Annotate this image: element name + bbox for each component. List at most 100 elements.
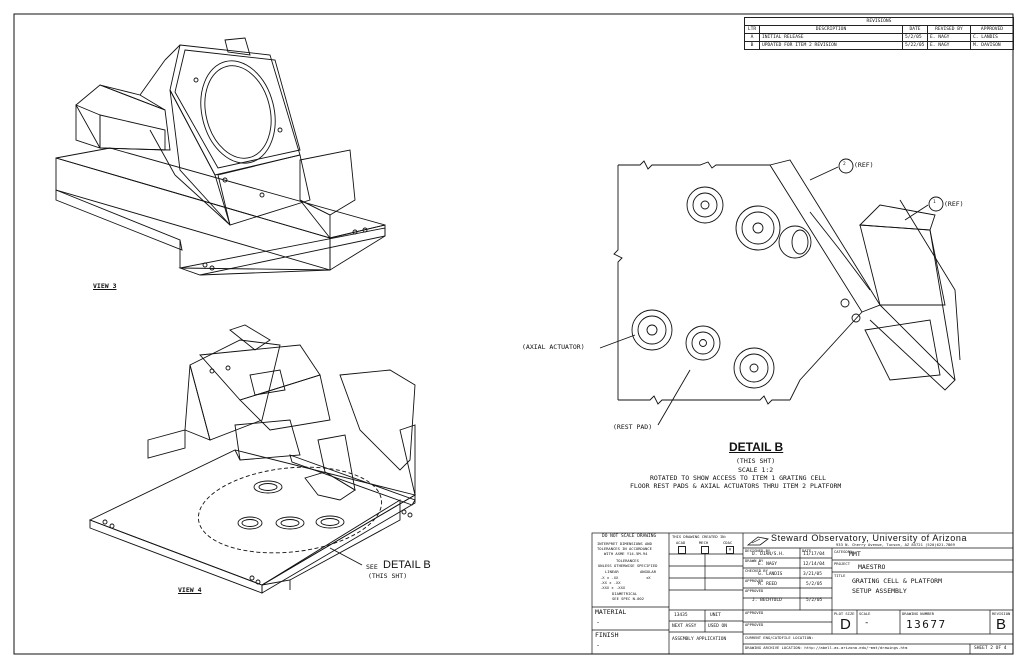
interpret-line-1: INTERPRET DIMENSIONS AND xyxy=(597,541,652,546)
detail-b-title: DETAIL B xyxy=(729,440,784,454)
detail-b-note-1: ROTATED TO SHOW ACCESS TO ITEM 1 GRATING… xyxy=(650,474,827,482)
drawing-created-in: THIS DRAWING CREATED IN: xyxy=(672,534,727,539)
rev-revised-by: E. NAGY xyxy=(927,33,971,42)
organization-address: 933 N. Cherry Avenue, Tucson, AZ 85721 (… xyxy=(836,542,955,547)
approved-1: M. REED xyxy=(758,582,777,587)
revisions-table: REVISIONS LTR DESCRIPTION DATE REVISED B… xyxy=(744,17,1014,50)
detail-b-note-2: FLOOR REST PADS & AXIAL ACTUATORS THRU I… xyxy=(630,482,842,490)
tol-angular: ±X xyxy=(646,575,651,580)
tol-x: .X ± .XX xyxy=(600,575,619,580)
category-value: MMT xyxy=(849,550,861,558)
finish-value: - xyxy=(596,641,600,649)
tol-xxx: .XXX ± .XXX xyxy=(600,585,626,590)
see-detail-prefix: SEE xyxy=(366,563,378,571)
revisions-title: REVISIONS xyxy=(744,17,1014,26)
checked-by: G. LANDIS xyxy=(758,572,783,577)
rev-date: 5/22/05 xyxy=(902,41,928,50)
rev-ltr: B xyxy=(744,41,760,50)
interpret-line-3: WITH ASME Y14.5M-94 xyxy=(604,551,648,556)
used-on-label: USED ON xyxy=(708,624,727,629)
scale-label: SCALE xyxy=(859,611,871,616)
rev-approved: C. LANDIS xyxy=(970,33,1014,42)
axial-actuator-callout: (AXIAL ACTUATOR) xyxy=(522,343,585,351)
current-location: CURRENT ENG/CATDFILE LOCATION: xyxy=(745,635,814,640)
tolerances-label: TOLERANCES xyxy=(616,558,639,563)
approved-1-label: APPROVED xyxy=(745,578,764,583)
designed-date: 11/17/04 xyxy=(803,552,825,557)
mech-label: MECH xyxy=(699,540,709,545)
rev-header-date: DATE xyxy=(902,25,928,34)
approved-2-label: APPROVED xyxy=(745,588,764,593)
drawing-number-label: DRAWING NUMBER xyxy=(902,611,935,616)
rest-pad-callout: (REST PAD) xyxy=(613,423,653,431)
designed-by: D. DIAN/S.H. xyxy=(752,552,785,557)
balloon-1-ref: (REF) xyxy=(944,200,964,208)
category-label: CATEGORY xyxy=(834,549,853,554)
do-not-scale: DO NOT SCALE DRAWING xyxy=(602,534,657,539)
see-detail-b: DETAIL B xyxy=(383,559,431,571)
detail-b-scale: SCALE 1:2 xyxy=(738,466,774,474)
project-value: MAESTRO xyxy=(858,563,886,571)
finish-label: FINISH xyxy=(595,631,619,639)
drawing-number: 13677 xyxy=(906,618,947,631)
table-row: B UPDATED FOR ITEM 2 REVISION 5/22/05 E.… xyxy=(744,41,1014,50)
rev-description: INITIAL RELEASE xyxy=(759,33,903,42)
rev-approved: M. DAVISON xyxy=(970,41,1014,50)
approved-2: J. BECHTOLD xyxy=(752,598,782,603)
rev-header-description: DESCRIPTION xyxy=(759,25,903,34)
archive-location: DRAWING ARCHIVE LOCATION: http://abell.a… xyxy=(745,645,908,650)
drawn-by: E. NAGY xyxy=(758,562,777,567)
angular-label: ANGULAR xyxy=(640,569,657,574)
rev-header-revised-by: REVISED BY xyxy=(927,25,971,34)
acad-checkbox xyxy=(678,546,686,554)
detail-b-this-sheet: (THIS SHT) xyxy=(736,457,776,465)
part-number: 13435 xyxy=(674,613,688,618)
revision-label: REVISION xyxy=(992,611,1011,616)
scale-value: - xyxy=(864,618,870,628)
view-4-isometric xyxy=(88,324,417,594)
designed-by-label: DESIGNED BY xyxy=(745,548,771,553)
approved-1-date: 5/2/05 xyxy=(806,582,823,587)
rev-ltr: A xyxy=(744,33,760,42)
approved-4-label: APPROVED xyxy=(745,622,764,627)
drawing-title-line-2: SETUP ASSEMBLY xyxy=(852,587,907,595)
drawn-date: 12/14/04 xyxy=(803,562,825,567)
material-label: MATERIAL xyxy=(595,608,627,616)
unless-otherwise: UNLESS OTHERWISE SPECIFIED xyxy=(598,563,658,568)
drawn-by-label: DRAWN BY xyxy=(745,558,764,563)
drawing-title-line-1: GRATING CELL & PLATFORM xyxy=(852,577,943,585)
see-detail-sub: (THIS SHT) xyxy=(368,572,408,580)
tol-xx: .XX ± .XX xyxy=(600,580,621,585)
cdac-label: CDAC xyxy=(723,540,733,545)
cdac-checkbox-checked: × xyxy=(726,546,734,554)
organization-name: Steward Observatory, University of Arizo… xyxy=(771,533,968,543)
sheet-number: SHEET 2 OF 4 xyxy=(974,646,1007,651)
approved-2-date: 5/2/05 xyxy=(806,598,823,603)
title-label: TITLE xyxy=(834,573,846,578)
balloon-2-ref: (REF) xyxy=(854,161,874,169)
linear-label: LINEAR xyxy=(605,569,619,574)
see-spec: SEE SPEC N-002 xyxy=(612,596,645,601)
rev-date: 5/2/05 xyxy=(902,33,928,42)
rev-header-ltr: LTR xyxy=(744,25,760,34)
title-block-lines xyxy=(591,532,1014,655)
plot-size-value: D xyxy=(840,616,851,633)
plot-size-label: PLOT SIZE xyxy=(834,611,855,616)
view-3-label: VIEW 3 xyxy=(93,282,117,290)
interpret-line-2: TOLERANCES IN ACCORDANCE xyxy=(597,546,652,551)
assembly-application: ASSEMBLY APPLICATION xyxy=(672,637,727,642)
rev-description: UPDATED FOR ITEM 2 REVISION xyxy=(759,41,903,50)
view-3-isometric xyxy=(55,37,386,276)
next-assy-label: NEXT ASSY xyxy=(672,624,697,629)
checked-by-label: CHECKED BY xyxy=(745,568,768,573)
balloon-2: 2 xyxy=(843,162,846,167)
material-value: - xyxy=(596,618,600,626)
view-4-label: VIEW 4 xyxy=(178,586,202,594)
rev-header-approved: APPROVED xyxy=(970,25,1014,34)
detail-b-view xyxy=(599,158,961,426)
table-row: A INITIAL RELEASE 5/2/05 E. NAGY C. LAND… xyxy=(744,33,1014,42)
date-label: DATE xyxy=(802,548,812,553)
unit-label: UNIT xyxy=(710,613,721,618)
diametrical: DIAMETRICAL xyxy=(612,591,638,596)
